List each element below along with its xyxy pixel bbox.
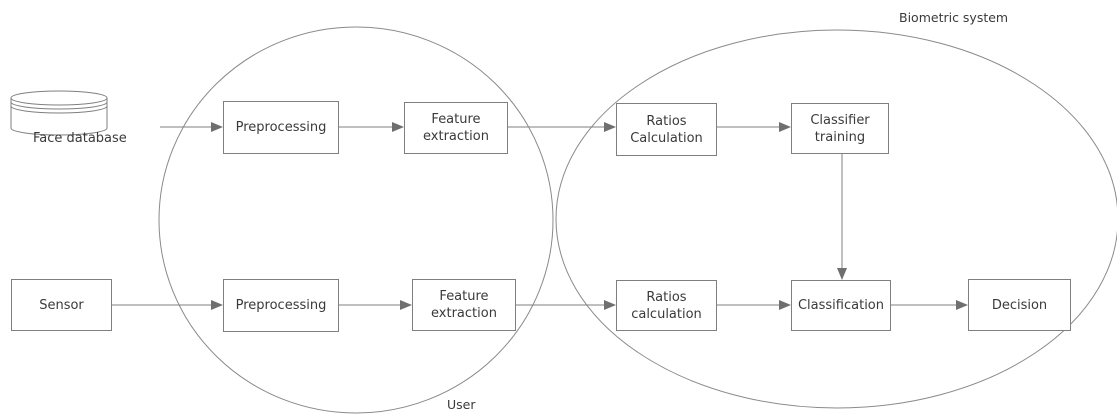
preprocessing-node-top: Preprocessing xyxy=(223,101,339,154)
user-group-ellipse xyxy=(158,26,554,414)
user-group-label: User xyxy=(447,397,476,412)
feature-extraction-node-bottom: Feature extraction xyxy=(412,279,516,331)
biometric-system-ellipse xyxy=(555,29,1117,409)
database-icon xyxy=(10,90,108,136)
ratios-calculation-node-bottom: Ratios calculation xyxy=(616,280,717,331)
sensor-node: Sensor xyxy=(11,279,112,331)
ratios-calculation-node-top: Ratios Calculation xyxy=(616,103,717,156)
classifier-training-node: Classifier training xyxy=(791,103,889,154)
preprocessing-node-bottom: Preprocessing xyxy=(223,279,339,332)
classification-node: Classification xyxy=(791,280,891,331)
feature-extraction-node-top: Feature extraction xyxy=(404,102,508,154)
biometric-system-label: Biometric system xyxy=(899,10,1009,25)
decision-node: Decision xyxy=(968,279,1071,331)
face-database-label: Face database xyxy=(33,131,127,146)
